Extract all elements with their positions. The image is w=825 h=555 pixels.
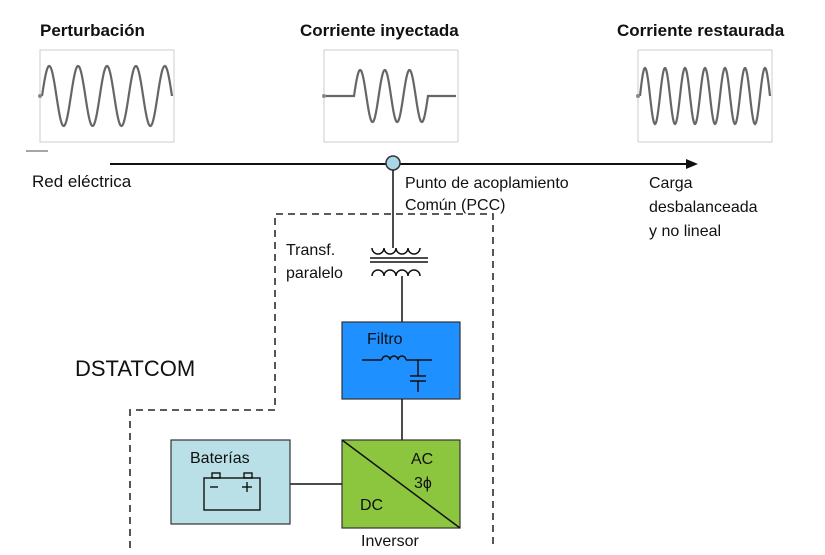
- inverter-label: Inversor: [361, 533, 419, 550]
- power-line-arrow: [686, 159, 698, 169]
- load-label-line2: desbalanceada: [649, 199, 758, 216]
- inverter-phase-label: 3ϕ: [414, 475, 432, 492]
- title-restored-current: Corriente restaurada: [617, 21, 785, 40]
- filter-label: Filtro: [367, 331, 403, 348]
- pcc-label-line1: Punto de acoplamiento: [405, 175, 569, 192]
- load-label-line3: y no lineal: [649, 223, 721, 240]
- grid-label: Red eléctrica: [32, 172, 132, 191]
- dstatcom-label: DSTATCOM: [75, 356, 195, 381]
- inverter-ac-label: AC: [411, 451, 433, 468]
- title-injected-current: Corriente inyectada: [300, 21, 459, 40]
- transformer-label-line2: paralelo: [286, 265, 343, 282]
- battery-block: Baterías: [170, 439, 291, 525]
- inverter-block: AC 3ϕ DC: [341, 439, 461, 529]
- load-label-line1: Carga: [649, 175, 693, 192]
- battery-label: Baterías: [190, 450, 250, 467]
- title-disturbance: Perturbación: [40, 21, 145, 40]
- pcc-label-line2: Común (PCC): [405, 197, 505, 214]
- waveform-injected: [322, 49, 459, 143]
- inverter-dc-label: DC: [360, 497, 383, 514]
- waveform-disturbance: [38, 49, 175, 143]
- dstatcom-boundary: [129, 213, 494, 548]
- battery-icon: [203, 472, 261, 511]
- waveform-restored: [636, 49, 773, 143]
- parallel-transformer: [370, 240, 428, 277]
- transformer-label-line1: Transf.: [286, 242, 335, 259]
- pcc-node: [385, 155, 401, 171]
- filter-block: Filtro: [341, 321, 461, 400]
